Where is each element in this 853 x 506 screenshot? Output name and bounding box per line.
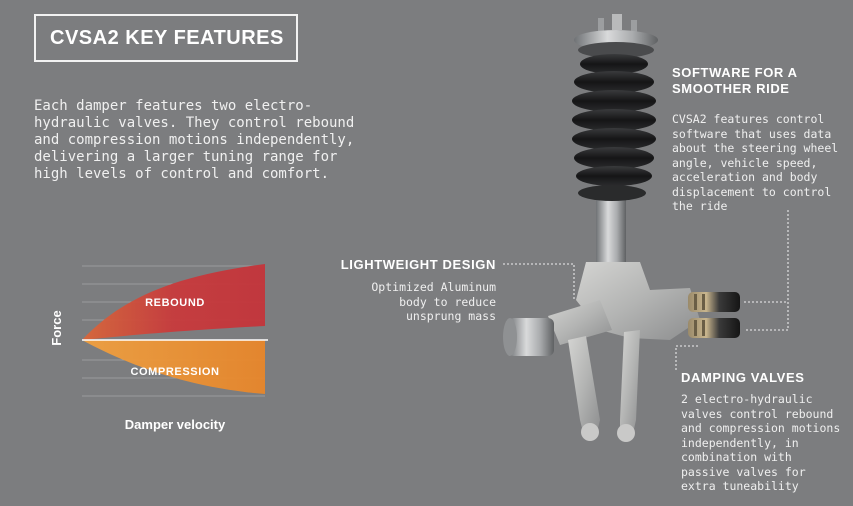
compression-area [82,340,265,394]
valves-body: 2 electro-hydraulic valves control rebou… [681,392,841,493]
lightweight-heading: LIGHTWEIGHT DESIGN [340,257,496,272]
intro-text: Each damper features two electro-hydraul… [34,98,355,182]
top-mount [574,14,658,58]
leader-lines [503,210,789,370]
compression-label: COMPRESSION [130,366,219,378]
lower-arm-left [568,336,600,436]
valves-heading: DAMPING VALVES [681,370,805,385]
x-axis-label: Damper velocity [125,417,226,432]
software-heading: SOFTWARE FOR A SMOOTHER RIDE [672,65,798,96]
page-title: CVSA2 KEY FEATURES [50,26,284,49]
title-box: CVSA2 KEY FEATURES [34,14,298,62]
valve-compression [688,318,740,338]
lightweight-body: Optimized Aluminum body to reduce unspru… [371,280,496,323]
software-body: CVSA2 features control software that use… [672,112,839,213]
y-axis-label: Force [49,310,64,345]
lower-arm-right [620,330,640,438]
rebound-area [82,264,265,340]
valve-rebound [688,292,740,312]
coil-spring [572,54,656,201]
rebound-label: REBOUND [145,297,205,309]
